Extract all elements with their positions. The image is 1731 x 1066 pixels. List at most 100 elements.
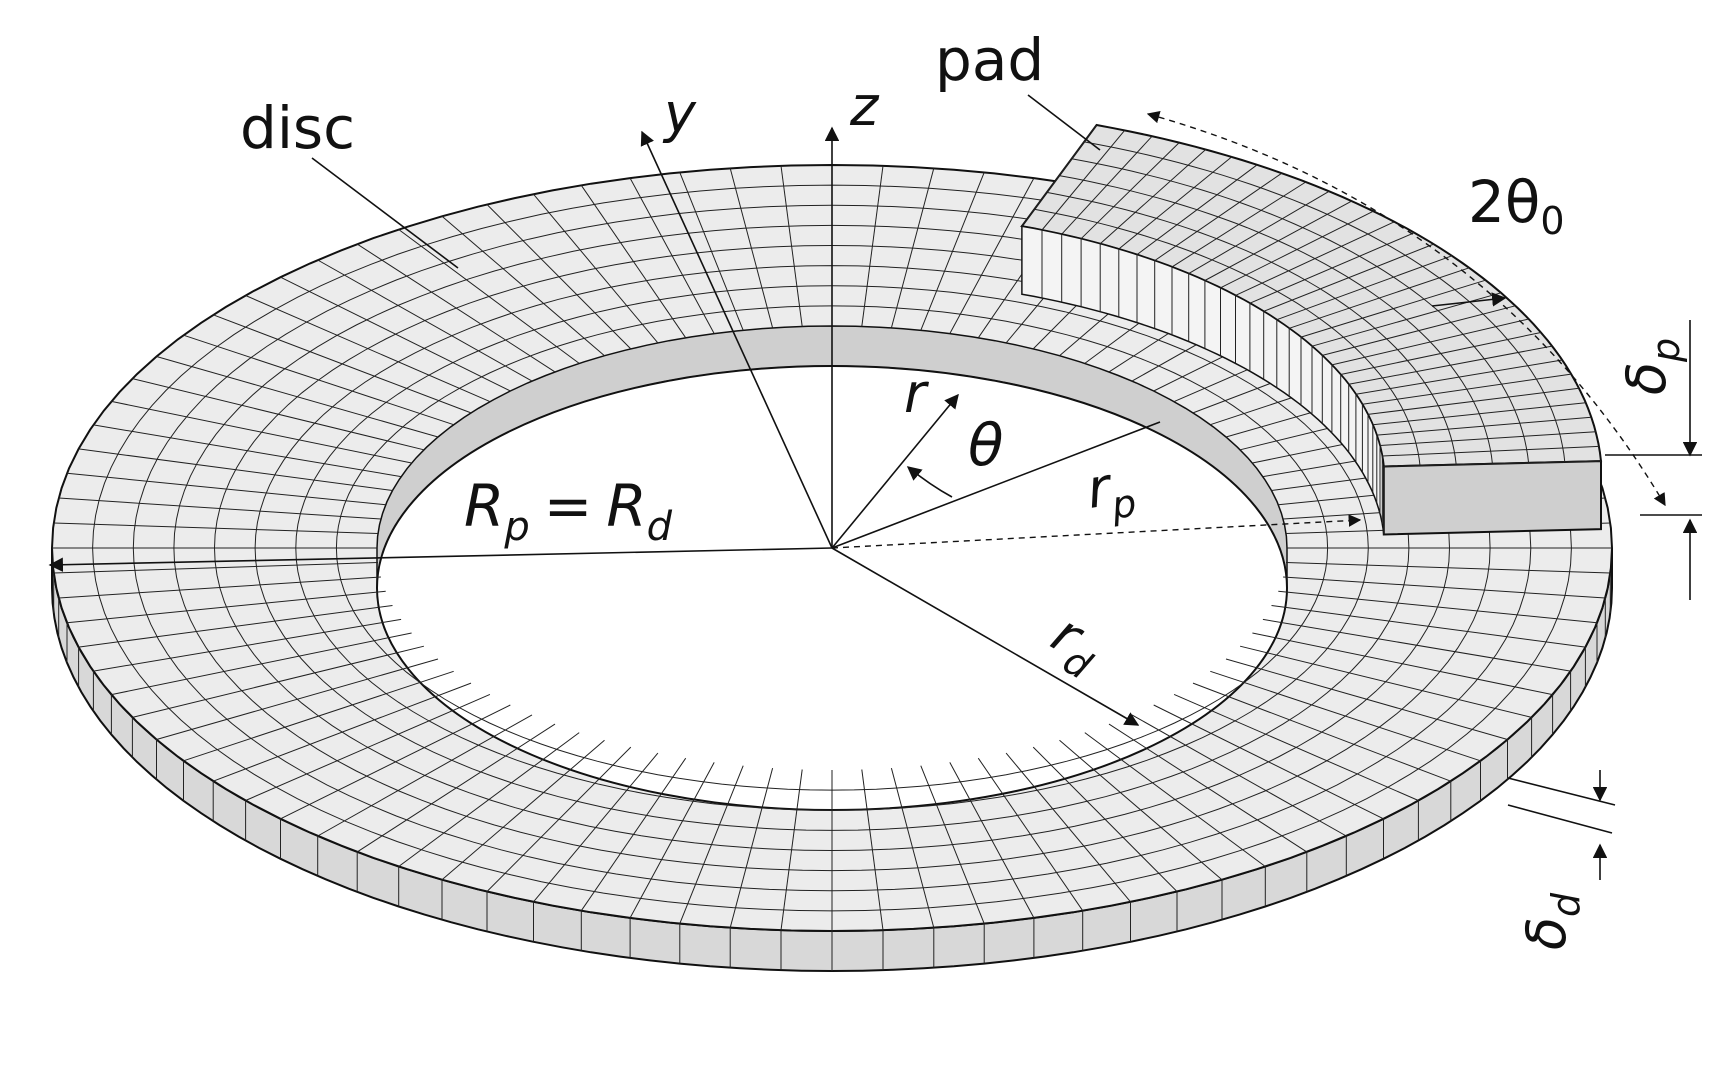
coordinate-axes [48, 126, 1362, 726]
disc-mesh-spoke [156, 658, 439, 740]
pad-thickness-label: δp [1615, 338, 1688, 395]
pad-radius-line [831, 421, 1161, 549]
inner-radius-line [48, 547, 833, 572]
disc-mesh-spoke [1173, 693, 1419, 801]
disc-mesh-spoke [78, 448, 393, 491]
pad-mesh-spoke [1021, 124, 1098, 227]
disc-thickness-dimension [1507, 770, 1616, 880]
disc-thickness-ext-top [1507, 777, 1616, 806]
disc-mesh-spoke [1210, 670, 1481, 762]
disc-mesh-spoke [317, 714, 533, 837]
disc-mesh-spoke [1153, 704, 1384, 820]
disc-mesh-spoke [890, 168, 935, 329]
disc-mesh-spoke [1005, 752, 1131, 903]
disc-label: disc [240, 94, 355, 162]
disc-mesh-spoke [398, 732, 580, 867]
disc-mesh-spoke [949, 762, 1035, 919]
theta-arc [906, 466, 953, 498]
disc-mesh-spoke [679, 172, 744, 331]
disc-mesh-spoke [93, 618, 402, 672]
disc-mesh-spoke [920, 765, 985, 924]
disc-mesh-spoke [156, 356, 439, 438]
y-axis [640, 130, 833, 549]
disc-mesh-spoke [356, 723, 556, 853]
disc-mesh-spoke [780, 769, 803, 931]
disc-mesh-spoke [533, 752, 659, 903]
disc-mesh-spoke [780, 165, 803, 327]
disc-mesh-spoke [183, 334, 454, 426]
disc-mesh-spoke [213, 314, 472, 414]
disc-mesh-spoke [533, 193, 659, 344]
disc-mesh-spoke [729, 767, 774, 928]
radius-r-label: r [904, 362, 929, 425]
disc-mesh-spoke [356, 243, 556, 373]
disc-thickness-label: δd [1515, 892, 1588, 950]
disc-mesh-spoke [1262, 618, 1571, 672]
disc-mesh-spoke [132, 645, 425, 718]
disc-mesh-spoke [1278, 590, 1598, 624]
disc-mesh-spoke [58, 497, 381, 520]
disc-mesh-spoke [1032, 746, 1178, 892]
pad-thickness-dimension [1605, 320, 1702, 600]
disc-mesh-spoke [861, 165, 884, 327]
disc-mesh-spoke [861, 769, 884, 931]
disc-mesh-spoke [1225, 658, 1508, 740]
angle-span-arc [1146, 111, 1666, 507]
disc-mesh-spoke [280, 704, 511, 820]
pad-label: pad [935, 26, 1044, 94]
disc-mesh-spoke [920, 172, 985, 331]
disc-mesh-spoke [486, 746, 632, 892]
disc-mesh-spoke [111, 400, 412, 464]
disc-thickness-ext-bottom [1507, 804, 1613, 834]
disc-mesh-spoke [629, 762, 715, 919]
disc-mesh-spoke [1271, 605, 1586, 648]
disc-mesh-spoke [1108, 723, 1308, 853]
disc-mesh-spoke [111, 632, 412, 696]
disc-mesh-spoke [1239, 645, 1532, 718]
pad-end-face [1382, 460, 1602, 536]
disc-mesh-spoke [280, 276, 511, 392]
disc-mesh-spoke [1192, 682, 1451, 782]
disc-mesh-spoke [213, 682, 472, 782]
disc-mesh-spoke [949, 177, 1035, 334]
angle-span-label: 2θ0 [1468, 168, 1565, 243]
disc-mesh-spoke [1059, 739, 1223, 881]
x-axis-dashed [831, 514, 1362, 549]
disc-mesh-spoke [1084, 732, 1266, 867]
disc-mesh-spoke [53, 522, 379, 534]
disc-mesh-spoke [977, 757, 1084, 911]
disc-mesh-spoke [441, 739, 605, 881]
disc-mesh-spoke [58, 576, 381, 599]
disc-mesh-spoke [629, 177, 715, 334]
inner-radius-equation: Rp=Rd [464, 472, 673, 550]
disc-leader [311, 157, 459, 269]
disc-mesh-spoke [132, 378, 425, 451]
disc-mesh-spoke [66, 472, 386, 506]
disc-mesh-spoke [398, 229, 580, 364]
y-axis-label: y [662, 82, 697, 145]
z-axis-label: z [849, 75, 880, 138]
disc-mesh-spoke [486, 204, 632, 350]
disc-mesh-spoke [78, 605, 393, 648]
disc-mesh-spoke [580, 185, 687, 339]
pad-mesh-spoke [1041, 130, 1125, 231]
disc-radius-line [831, 547, 1140, 726]
disc-mesh-spoke [1131, 714, 1347, 837]
pad-mesh-spoke [1061, 135, 1153, 235]
disc-mesh-spoke [245, 295, 491, 403]
disc-mesh-spoke [890, 767, 935, 928]
disc-mesh-spoke [183, 670, 454, 762]
disc-mesh-spoke [53, 562, 379, 574]
disc-mesh-spoke [580, 757, 687, 911]
disc-mesh-spoke [679, 765, 744, 924]
disc-mesh-spoke [93, 424, 402, 478]
disc-mesh-spoke [317, 259, 533, 382]
disc-mesh-spoke [1283, 576, 1606, 599]
theta-label: θ [968, 411, 1004, 479]
leader-lines [311, 94, 1101, 269]
pad-leader [1027, 94, 1101, 151]
radius-r-arrow [831, 393, 959, 549]
disc-mesh-spoke [441, 215, 605, 357]
